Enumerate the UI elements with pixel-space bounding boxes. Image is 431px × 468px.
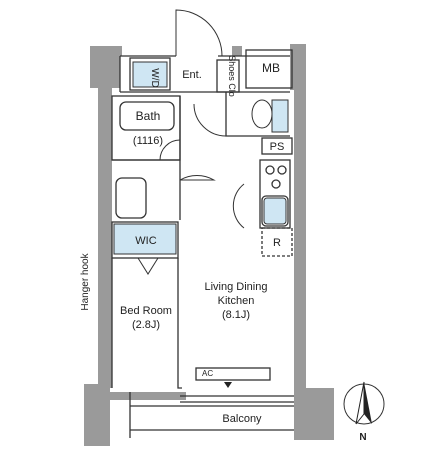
label-bedroom-size: (2.8J)	[132, 319, 160, 331]
label-balcony: Balcony	[222, 413, 262, 425]
label-bath: Bath	[136, 109, 161, 123]
door-swings	[137, 9, 245, 275]
exterior-walls	[84, 44, 334, 446]
label-shoes-closet: Shoes Clo	[227, 55, 237, 97]
label-ldk-line1: Living Dining	[205, 281, 268, 293]
toilet-icon	[251, 99, 273, 129]
label-ac: AC	[202, 369, 213, 378]
label-refrigerator: R	[273, 237, 281, 249]
label-bedroom: Bed Room	[120, 305, 172, 317]
label-mb: MB	[262, 61, 280, 75]
label-entrance: Ent.	[182, 69, 202, 81]
fixtures	[113, 61, 289, 255]
label-ldk-size: (8.1J)	[222, 309, 250, 321]
label-bath-size: (1116)	[133, 135, 163, 147]
interior-walls	[111, 49, 294, 438]
label-ldk-line2: Kitchen	[218, 295, 255, 307]
ac-arrow-icon	[224, 382, 232, 388]
label-wic: WIC	[135, 235, 156, 247]
label-ps: PS	[270, 141, 285, 153]
north-arrow-icon	[343, 381, 385, 425]
label-hanger-hook: Hanger hook	[80, 252, 91, 310]
label-wd: W/D	[149, 68, 160, 87]
north-label: N	[359, 432, 366, 443]
